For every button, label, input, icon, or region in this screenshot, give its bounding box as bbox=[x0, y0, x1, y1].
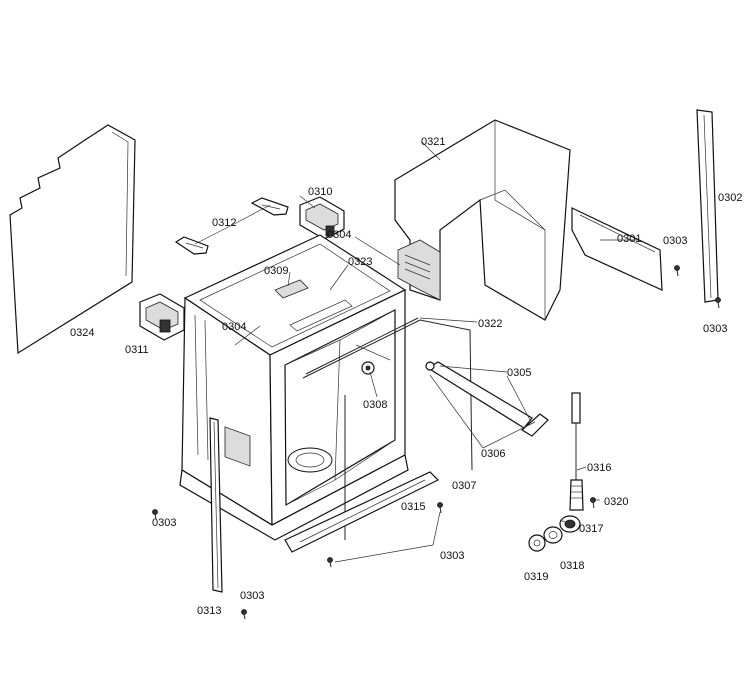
label-0303-far-right: 0303 bbox=[703, 323, 727, 335]
fitting-0308 bbox=[355, 344, 391, 375]
screws bbox=[152, 265, 721, 620]
label-0318: 0318 bbox=[560, 560, 584, 572]
label-0303-right: 0303 bbox=[663, 235, 687, 247]
label-0303-lower: 0303 bbox=[240, 590, 264, 602]
label-0304-top: 0304 bbox=[327, 229, 351, 241]
washer-0319 bbox=[528, 534, 546, 552]
label-0305: 0305 bbox=[507, 367, 531, 379]
screw-0303-e bbox=[327, 557, 333, 568]
side-panel-0324 bbox=[9, 124, 136, 355]
label-0316: 0316 bbox=[587, 462, 611, 474]
nut-0318 bbox=[543, 526, 563, 544]
label-0323: 0323 bbox=[348, 256, 372, 268]
screw-0303-f bbox=[241, 609, 247, 620]
insulation-hood-0321 bbox=[394, 119, 571, 321]
label-0311: 0311 bbox=[125, 344, 149, 356]
label-0307: 0307 bbox=[452, 480, 476, 492]
screw-0320 bbox=[590, 497, 596, 509]
label-0310: 0310 bbox=[308, 186, 332, 198]
spray-tube-0305 bbox=[425, 361, 549, 437]
rail-0302 bbox=[696, 109, 719, 303]
label-0324: 0324 bbox=[70, 327, 94, 339]
label-0302: 0302 bbox=[718, 192, 742, 204]
pipe-0316 bbox=[569, 392, 584, 511]
label-0303-bottom: 0303 bbox=[440, 550, 464, 562]
label-0306: 0306 bbox=[481, 448, 505, 460]
screw-0303-a bbox=[674, 265, 680, 277]
label-0321: 0321 bbox=[421, 136, 445, 148]
kick-plate-0315 bbox=[284, 471, 440, 553]
leader-lines bbox=[194, 141, 640, 563]
screw-0303-c bbox=[152, 509, 158, 520]
part-labels: 0302 0321 0310 0312 0304 0301 0303 0309 … bbox=[70, 136, 742, 617]
label-0319: 0319 bbox=[524, 571, 548, 583]
label-0303-left: 0303 bbox=[152, 517, 176, 529]
label-0312: 0312 bbox=[212, 217, 236, 229]
label-0315: 0315 bbox=[401, 501, 425, 513]
screw-0303-d bbox=[437, 502, 443, 514]
strip-0301 bbox=[571, 207, 663, 291]
label-0301: 0301 bbox=[617, 233, 641, 245]
tub-0323 bbox=[179, 234, 409, 541]
screw-0303-b bbox=[715, 297, 721, 309]
label-0308: 0308 bbox=[363, 399, 387, 411]
label-0322: 0322 bbox=[478, 318, 502, 330]
label-0309: 0309 bbox=[264, 265, 288, 277]
strip-0313 bbox=[209, 417, 223, 593]
label-0317: 0317 bbox=[579, 523, 603, 535]
label-0320: 0320 bbox=[604, 496, 628, 508]
hinge-block-0310 bbox=[299, 196, 345, 240]
bracket-0312 bbox=[174, 197, 289, 255]
label-0304-left: 0304 bbox=[222, 321, 246, 333]
hinge-block-0311 bbox=[139, 293, 185, 341]
label-0313: 0313 bbox=[197, 605, 221, 617]
